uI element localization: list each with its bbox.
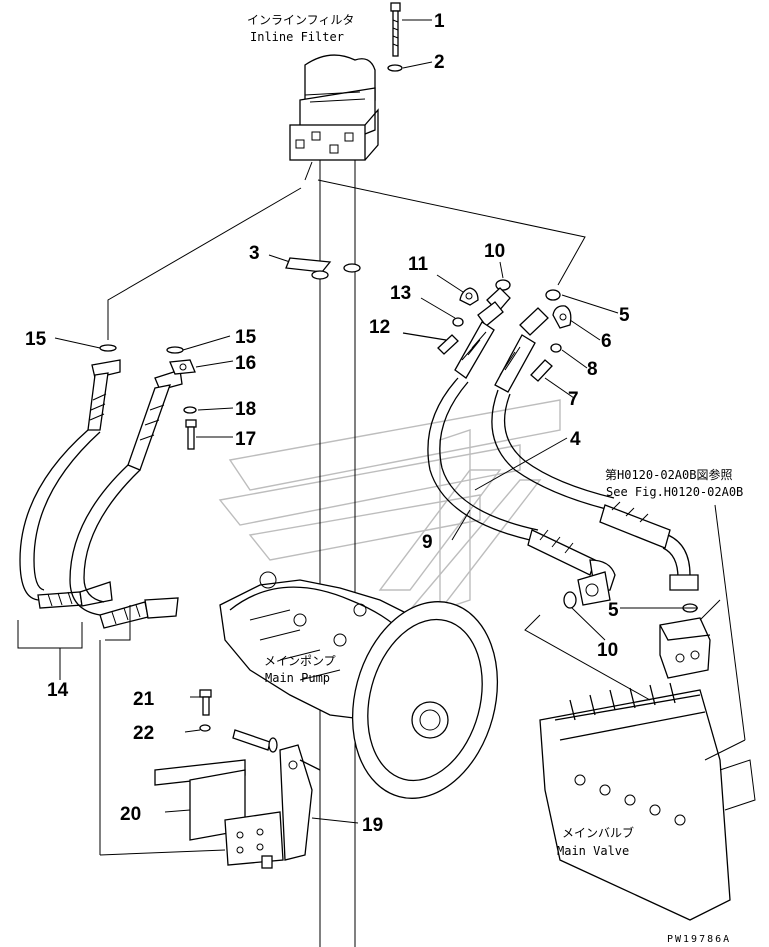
callout-7: 7 <box>568 389 579 410</box>
part-callouts: 1 2 3 4 5 5 6 7 8 9 10 10 11 12 13 14 15… <box>25 11 630 836</box>
leader-lines-lower <box>17 261 746 856</box>
leader-lines <box>107 19 586 947</box>
callout-3: 3 <box>249 243 260 264</box>
callout-10b: 10 <box>597 640 618 661</box>
split-flange-part-6 <box>552 305 572 329</box>
washer-part-2 <box>387 64 403 72</box>
flange-part-16 <box>169 359 196 375</box>
callout-22: 22 <box>133 723 154 744</box>
callout-11: 11 <box>408 254 429 275</box>
washer-part-13 <box>452 317 464 327</box>
o-ring-part-15-left <box>99 344 117 352</box>
inline-filter-label-en: Inline Filter <box>250 30 344 44</box>
callout-20: 20 <box>120 804 141 825</box>
callout-6: 6 <box>601 331 612 352</box>
callout-9: 9 <box>422 532 433 553</box>
callout-2: 2 <box>434 52 445 73</box>
main-pump-label-en: Main Pump <box>265 671 330 685</box>
callout-10a: 10 <box>484 241 505 262</box>
main-valve <box>539 682 756 921</box>
split-flange-part-11 <box>459 287 479 306</box>
watermark-logo <box>218 399 561 611</box>
main-valve-label-en: Main Valve <box>557 844 629 858</box>
bolt-part-12 <box>402 332 459 355</box>
callout-1: 1 <box>434 11 445 32</box>
washer-part-8 <box>550 343 562 353</box>
o-ring-part-5-top <box>545 289 561 301</box>
main-pump <box>219 571 499 799</box>
bolt-part-1 <box>390 2 401 57</box>
callout-13: 13 <box>390 283 411 304</box>
bracket-part-19 <box>279 744 321 861</box>
junction-block <box>659 617 711 679</box>
o-ring-part-10-top <box>495 279 511 291</box>
drawing-code: PW19786A <box>667 934 731 945</box>
callout-8: 8 <box>587 359 598 380</box>
ref-label-jp: 第H0120-02A0B図参照 <box>605 467 732 482</box>
bracket-part-20 <box>154 759 284 869</box>
callout-15a: 15 <box>25 329 47 350</box>
callout-5a: 5 <box>619 305 630 326</box>
hose-part-9 <box>427 287 616 606</box>
inline-filter <box>289 54 379 161</box>
bolt-part-7 <box>530 359 553 382</box>
hose-part-4 <box>491 307 699 591</box>
o-ring-part-15-right <box>166 346 184 354</box>
o-rings-part-3 <box>285 257 361 280</box>
callout-4: 4 <box>570 429 581 450</box>
callout-18: 18 <box>235 399 256 420</box>
callout-19: 19 <box>362 815 383 836</box>
main-valve-label-jp: メインバルブ <box>562 825 634 840</box>
main-pump-label-jp: メインポンプ <box>264 654 336 668</box>
callout-15b: 15 <box>235 327 257 348</box>
callout-14: 14 <box>47 680 69 701</box>
callout-16: 16 <box>235 353 256 374</box>
ref-label-en: See Fig.H0120-02A0B <box>606 485 743 499</box>
hose-part-14 <box>19 359 183 629</box>
washer-part-22 <box>199 724 211 732</box>
callout-17: 17 <box>235 429 256 450</box>
callout-5b: 5 <box>608 600 619 621</box>
o-ring-part-10-bottom <box>563 591 577 609</box>
inline-filter-label-jp: インラインフィルタ <box>247 13 354 27</box>
washer-part-18 <box>183 406 197 414</box>
bolt-part-17 <box>185 419 197 450</box>
callout-12: 12 <box>369 317 390 338</box>
callout-21: 21 <box>133 689 155 710</box>
bolt-part-21 <box>199 689 212 716</box>
bolt-washer-pair <box>232 729 278 753</box>
